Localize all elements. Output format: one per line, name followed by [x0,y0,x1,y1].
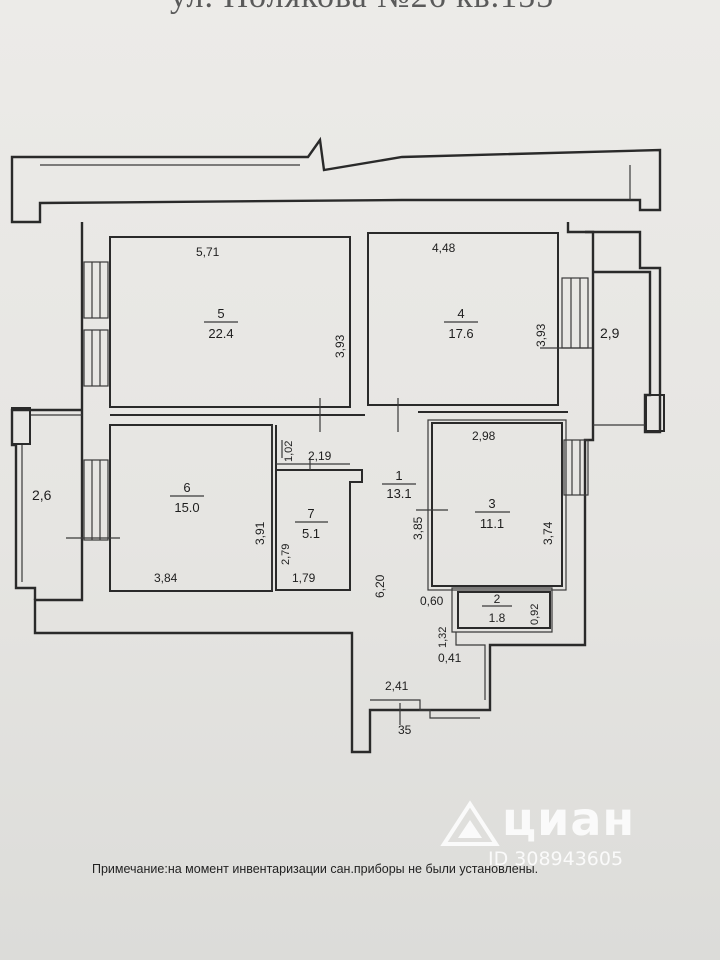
outer-wall-left [33,222,595,754]
dim-3-84: 3,84 [154,571,178,585]
window-room4 [561,277,589,349]
dim-2-6: 2,6 [32,487,52,503]
room-label-4: 4 17.6 [448,306,473,341]
cian-logo-icon [440,800,500,846]
dim-0-92: 0,92 [529,604,541,625]
dim-5-71: 5,71 [196,245,220,259]
dim-3-93-a: 3,93 [333,334,347,358]
dim-1-32: 1,32 [437,627,449,648]
svg-text:13.1: 13.1 [386,486,411,501]
dim-1-79: 1,79 [292,571,316,585]
svg-text:4: 4 [457,306,464,321]
room-label-6: 6 15.0 [174,480,199,515]
dim-3-85: 3,85 [411,516,425,540]
room-label-3: 3 11.1 [480,496,504,531]
window-room3 [563,439,589,496]
dim-2-41: 2,41 [385,679,409,693]
svg-text:3: 3 [488,496,495,511]
room-fraction-lines [170,321,512,607]
room-2-outline [457,591,551,629]
svg-text:6: 6 [183,480,190,495]
room-label-2: 2 1.8 [489,592,506,625]
dim-2-98: 2,98 [472,429,496,443]
dim-3-93-b: 3,93 [534,323,548,347]
corridor-detail [370,699,480,719]
room-label-5: 5 22.4 [208,306,233,341]
dimension-labels: 5,71 4,48 3,93 3,93 2,9 2,98 1,02 2,19 2… [32,241,620,737]
door-ticks [66,347,592,725]
top-loggia-outline [10,136,662,224]
cian-brand: циан [502,792,636,846]
left-balcony-post [11,407,31,445]
dim-2-19: 2,19 [308,449,332,463]
outer-wall-right-balcony [585,230,662,434]
svg-text:5.1: 5.1 [302,526,320,541]
svg-text:15.0: 15.0 [174,500,199,515]
svg-text:11.1: 11.1 [480,516,504,531]
dim-35: 35 [398,723,412,737]
dim-3-74: 3,74 [541,521,555,545]
room-label-1: 1 13.1 [386,468,411,501]
dim-2-79: 2,79 [280,544,292,565]
dim-4-48: 4,48 [432,241,456,255]
window-room6 [83,459,109,541]
dim-6-20: 6,20 [373,574,387,598]
dim-1-02: 1,02 [283,441,295,462]
balcony-post [645,394,665,432]
svg-text:1: 1 [395,468,402,483]
room-3-outer [427,419,567,591]
svg-text:2: 2 [494,592,501,606]
room-5-outline [109,236,351,408]
corridor-detail-2 [455,632,486,700]
svg-text:22.4: 22.4 [208,326,233,341]
room-label-7: 7 5.1 [302,506,320,541]
window-room5-b [83,329,109,387]
dim-3-91: 3,91 [253,521,267,545]
dim-2-9: 2,9 [600,325,620,341]
listing-id: ID 308943605 [488,848,624,870]
window-room5-a [83,261,109,319]
svg-text:17.6: 17.6 [448,326,473,341]
room-3-outline [431,422,563,587]
address-title: ул. Полякова №26 кв.155 [170,0,554,16]
room-4-outline [367,232,559,406]
svg-text:5: 5 [217,306,224,321]
dim-0-41: 0,41 [438,651,462,665]
svg-text:7: 7 [307,506,314,521]
dim-0-60: 0,60 [420,594,444,608]
room-2-outer [451,587,553,633]
svg-text:1.8: 1.8 [489,611,506,625]
room-7-outline [275,425,363,591]
footnote: Примечание:на момент инвентаризации сан.… [92,862,539,876]
